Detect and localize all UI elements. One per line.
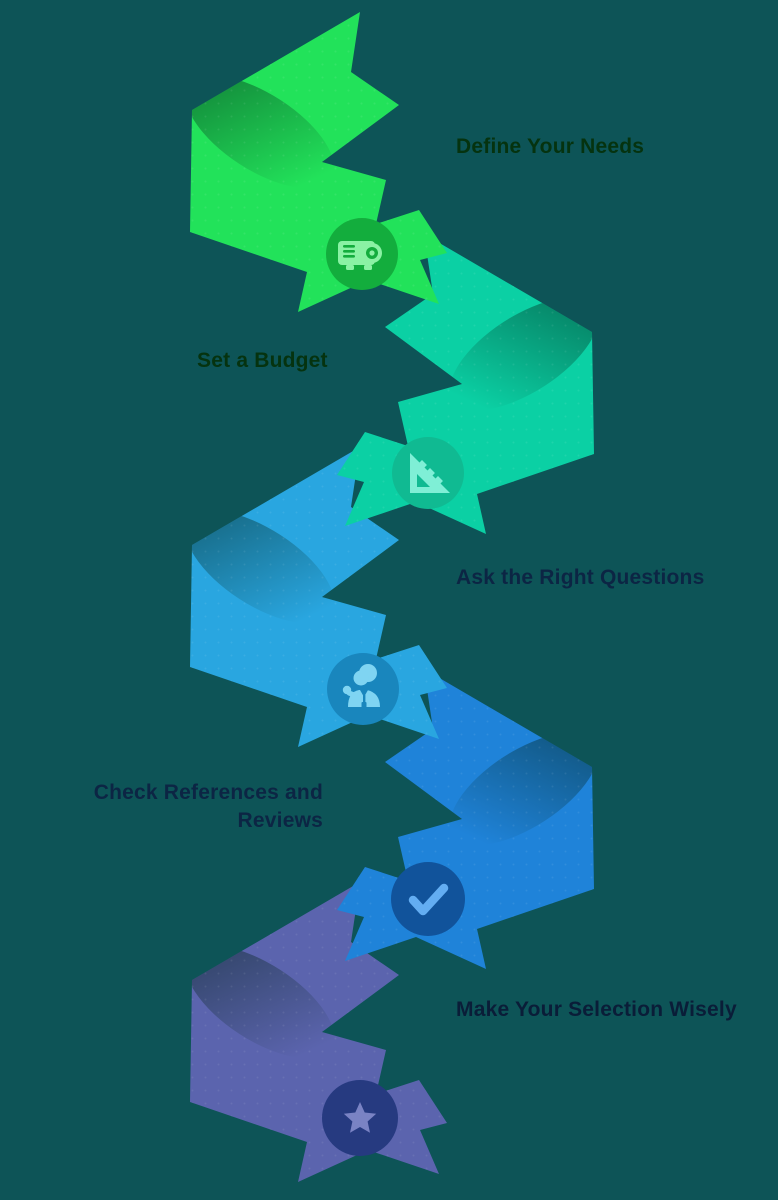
step-2-badge <box>392 437 464 509</box>
step-4-label: Check References and Reviews <box>93 781 323 832</box>
step-5-label: Make Your Selection Wisely <box>456 998 737 1021</box>
interviewer-icon <box>342 664 380 708</box>
arrow-step-1 <box>168 12 447 312</box>
step-3-label: Ask the Right Questions <box>456 566 705 589</box>
step-3-badge <box>327 653 399 725</box>
star-icon <box>343 1102 377 1133</box>
step-1-badge <box>326 218 398 290</box>
step-1-label: Define Your Needs <box>456 135 645 158</box>
set-square-icon <box>410 453 450 493</box>
check-icon <box>408 883 449 916</box>
step-4-badge <box>391 862 465 936</box>
step-2-label: Set a Budget <box>197 349 328 372</box>
step-4-badge-circle <box>391 862 465 936</box>
step-3-badge-circle <box>327 653 399 725</box>
step-5-badge <box>322 1080 398 1156</box>
projector-icon <box>338 241 382 270</box>
